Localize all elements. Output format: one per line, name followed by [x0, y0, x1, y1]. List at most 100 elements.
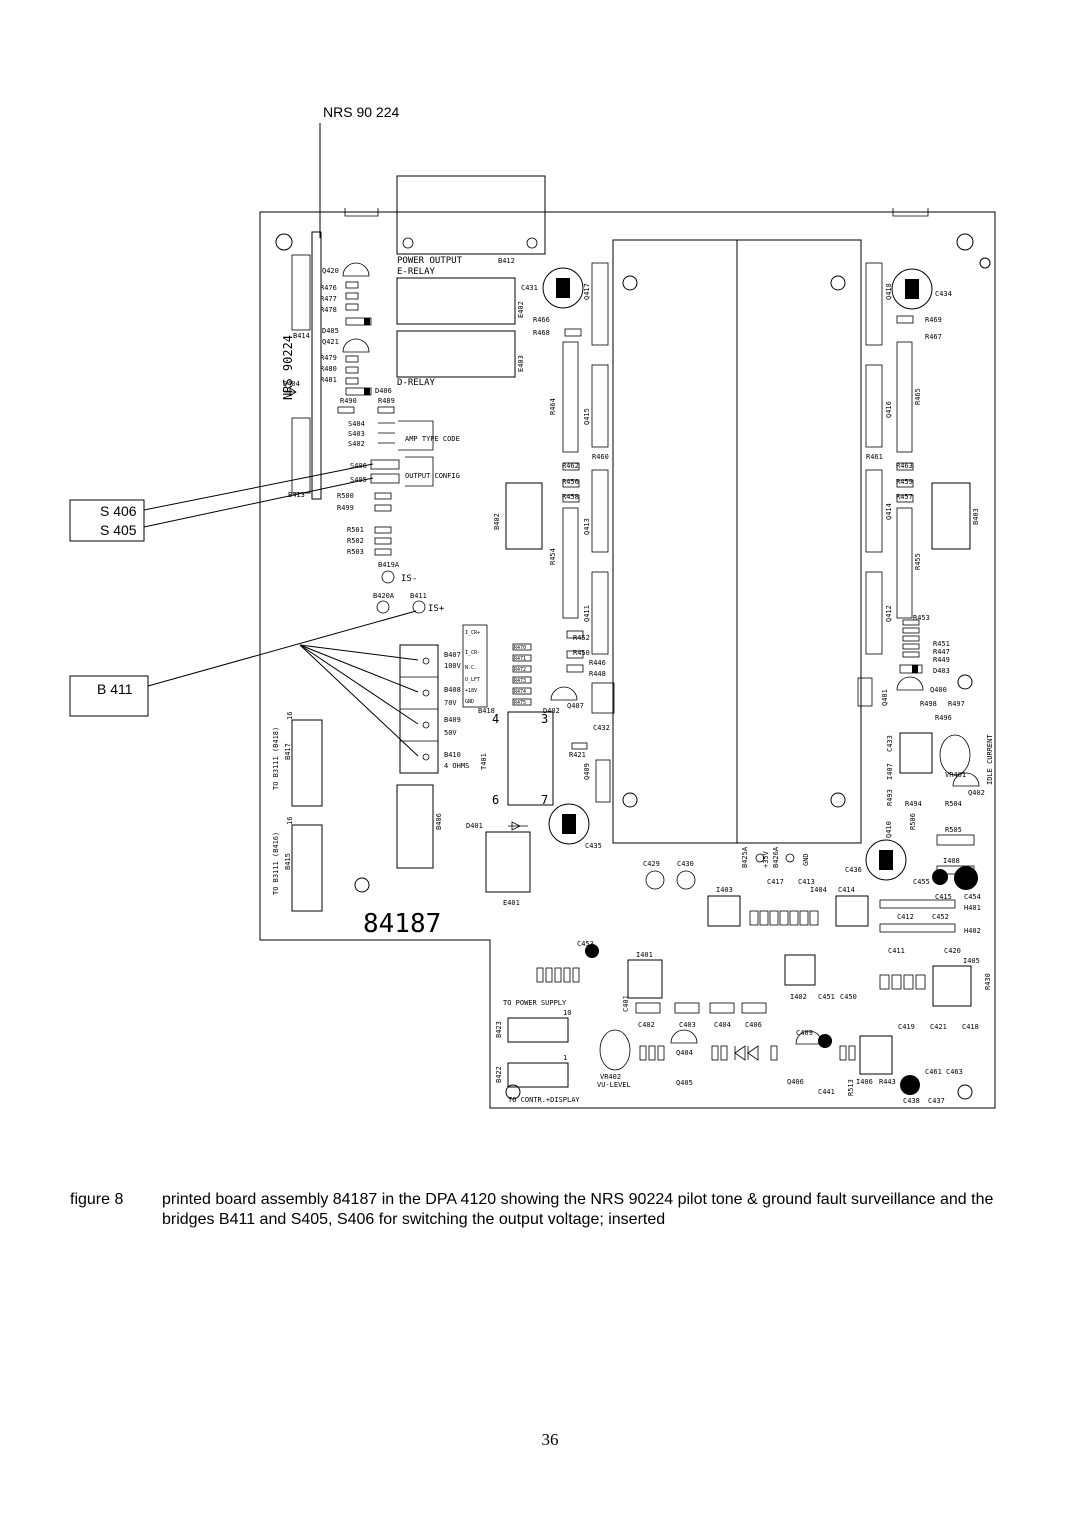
svg-text:S404: S404 — [348, 420, 365, 428]
d-relay — [396, 330, 516, 378]
svg-text:C450: C450 — [840, 993, 857, 1001]
svg-text:S402: S402 — [348, 440, 365, 448]
mounting-hole — [354, 877, 370, 893]
svg-text:R476: R476 — [320, 284, 337, 292]
svg-text:B420A: B420A — [373, 592, 395, 600]
svg-text:AMP TYPE CODE: AMP TYPE CODE — [405, 435, 460, 443]
transformer-t401 — [507, 711, 554, 806]
svg-text:Q421: Q421 — [322, 338, 339, 346]
callout-s405: S 405 — [100, 522, 137, 538]
svg-text:C401: C401 — [622, 995, 630, 1012]
svg-text:R462: R462 — [562, 462, 579, 470]
svg-text:Q416: Q416 — [885, 401, 893, 418]
svg-text:R506: R506 — [909, 813, 917, 830]
svg-text:I406: I406 — [856, 1078, 873, 1086]
b411-bridge[interactable] — [412, 600, 426, 614]
svg-text:R446: R446 — [589, 659, 606, 667]
svg-text:IDLE CURRENT: IDLE CURRENT — [986, 734, 994, 785]
svg-text:R478: R478 — [320, 306, 337, 314]
svg-text:R513: R513 — [847, 1079, 855, 1096]
svg-text:B407: B407 — [444, 651, 461, 659]
svg-text:R453: R453 — [913, 614, 930, 622]
svg-text:C412: C412 — [897, 913, 914, 921]
svg-text:R477: R477 — [320, 295, 337, 303]
svg-text:R455: R455 — [914, 553, 922, 570]
svg-text:Q401: Q401 — [881, 689, 889, 706]
callout-b411: B 411 — [97, 681, 133, 697]
svg-text:Q417: Q417 — [583, 283, 591, 300]
mounting-hole — [830, 275, 846, 291]
svg-text:R502: R502 — [347, 537, 364, 545]
svg-text:E403: E403 — [517, 355, 525, 372]
svg-text:C403: C403 — [679, 1021, 696, 1029]
svg-text:B409: B409 — [444, 716, 461, 724]
svg-text:I_CR-: I_CR- — [465, 650, 480, 656]
svg-text:4: 4 — [492, 712, 499, 726]
svg-text:C463: C463 — [946, 1068, 963, 1076]
svg-text:C417: C417 — [767, 878, 784, 886]
svg-text:C435: C435 — [585, 842, 602, 850]
svg-text:TO CONTR.+DISPLAY: TO CONTR.+DISPLAY — [508, 1096, 580, 1104]
svg-text:C414: C414 — [838, 886, 855, 894]
e-relay — [396, 277, 516, 325]
svg-text:C418: C418 — [962, 1023, 979, 1031]
svg-text:16: 16 — [286, 712, 294, 720]
svg-text:B406: B406 — [435, 813, 443, 830]
svg-text:C461: C461 — [925, 1068, 942, 1076]
svg-text:R460: R460 — [592, 453, 609, 461]
callout-box-s406-s405 — [69, 499, 145, 542]
svg-text:GND: GND — [802, 853, 810, 866]
svg-text:100V: 100V — [444, 662, 462, 670]
svg-text:TO B3111 (B418): TO B3111 (B418) — [272, 727, 280, 790]
svg-text:C404: C404 — [714, 1021, 731, 1029]
svg-text:R463: R463 — [896, 462, 913, 470]
svg-text:C432: C432 — [593, 724, 610, 732]
svg-text:R493: R493 — [886, 789, 894, 806]
svg-text:R471: R471 — [514, 656, 526, 662]
svg-text:C409: C409 — [796, 1029, 813, 1037]
svg-text:R458: R458 — [562, 493, 579, 501]
callout-box-b411 — [69, 675, 149, 717]
power-output-connector — [396, 175, 546, 255]
svg-text:C430: C430 — [677, 860, 694, 868]
svg-text:D405: D405 — [322, 327, 339, 335]
svg-text:VR401: VR401 — [945, 771, 966, 779]
svg-text:C429: C429 — [643, 860, 660, 868]
svg-text:R496: R496 — [935, 714, 952, 722]
svg-text:C438: C438 — [903, 1097, 920, 1105]
circuit-board-diagram: NRS 90224 B414 B413 POWER OUTPUT B412 E-… — [69, 104, 996, 1109]
svg-text:Q420: Q420 — [322, 267, 339, 275]
svg-text:I405: I405 — [963, 957, 980, 965]
svg-text:R494: R494 — [905, 800, 922, 808]
s406-bridge[interactable] — [370, 459, 400, 470]
svg-text:R475: R475 — [514, 700, 526, 706]
svg-text:T401: T401 — [480, 753, 488, 770]
svg-text:R450: R450 — [573, 649, 590, 657]
svg-text:C415: C415 — [935, 893, 952, 901]
s405-bridge[interactable] — [370, 473, 400, 484]
svg-text:16: 16 — [286, 817, 294, 825]
svg-text:10: 10 — [563, 1009, 571, 1017]
svg-text:Q400: Q400 — [930, 686, 947, 694]
svg-text:U_LFT: U_LFT — [465, 677, 480, 683]
svg-text:R451: R451 — [933, 640, 950, 648]
svg-text:7: 7 — [541, 793, 548, 807]
svg-text:C406: C406 — [745, 1021, 762, 1029]
mounting-hole — [957, 674, 973, 690]
svg-text:C419: C419 — [898, 1023, 915, 1031]
svg-text:R504: R504 — [945, 800, 962, 808]
capacitor-c431 — [542, 267, 584, 309]
svg-text:R505: R505 — [945, 826, 962, 834]
svg-text:I401: I401 — [636, 951, 653, 959]
svg-text:R467: R467 — [925, 333, 942, 341]
svg-text:Q418: Q418 — [885, 283, 893, 300]
svg-text:C433: C433 — [886, 735, 894, 752]
svg-text:C434: C434 — [935, 290, 952, 298]
svg-text:B423: B423 — [495, 1021, 503, 1038]
mounting-hole — [505, 1084, 521, 1100]
svg-text:S403: S403 — [348, 430, 365, 438]
board-number: 84187 — [363, 909, 441, 939]
svg-text:B408: B408 — [444, 686, 461, 694]
svg-text:B402: B402 — [493, 513, 501, 530]
svg-text:Q411: Q411 — [583, 605, 591, 622]
